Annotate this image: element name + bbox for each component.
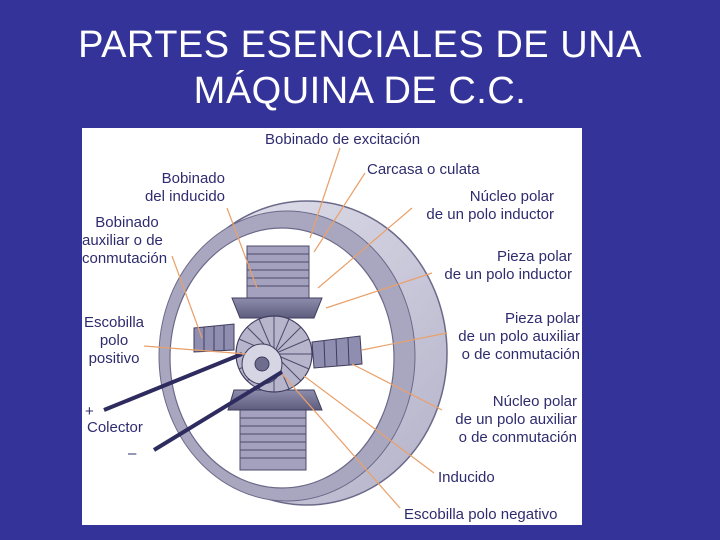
label-escobilla-positivo: Escobilla polo positivo [82, 314, 146, 368]
label-line: positivo [82, 350, 146, 368]
shaft [255, 357, 269, 371]
top-pole-shoe [232, 298, 322, 318]
label-text: Carcasa o culata [367, 161, 480, 179]
label-line: Núcleo polar [402, 188, 554, 206]
label-text: – [128, 445, 136, 463]
label-pieza-inductor: Pieza polar de un polo inductor [412, 248, 572, 284]
title-line-2: MÁQUINA DE C.C. [0, 68, 720, 114]
label-line: o de conmutación [422, 429, 577, 447]
label-minus: – [128, 445, 136, 463]
label-line: auxiliar o de [82, 232, 172, 250]
label-line: Pieza polar [422, 310, 580, 328]
label-line: Escobilla [82, 314, 146, 332]
label-line: Bobinado [137, 170, 225, 188]
label-line: polo [82, 332, 146, 350]
label-text: Inducido [438, 469, 495, 487]
title-line-1: PARTES ESENCIALES DE UNA [0, 22, 720, 68]
label-line: Bobinado [82, 214, 172, 232]
label-bobinado-auxiliar: Bobinado auxiliar o de conmutación [82, 214, 172, 268]
label-bobinado-excitacion: Bobinado de excitación [265, 131, 420, 149]
label-carcasa: Carcasa o culata [367, 161, 480, 179]
label-pieza-auxiliar: Pieza polar de un polo auxiliar o de con… [422, 310, 580, 364]
label-line: de un polo inductor [402, 206, 554, 224]
label-text: Escobilla polo negativo [404, 506, 557, 524]
label-line: de un polo inductor [412, 266, 572, 284]
bottom-field-coil [240, 410, 306, 470]
label-text: Colector [87, 419, 143, 437]
label-line: de un polo auxiliar [422, 328, 580, 346]
dc-machine-figure: Bobinado de excitación Carcasa o culata … [82, 128, 582, 525]
bottom-pole-shoe [228, 390, 322, 410]
label-inducido: Inducido [438, 469, 495, 487]
label-text: Bobinado de excitación [265, 131, 420, 149]
label-line: de un polo auxiliar [422, 411, 577, 429]
label-nucleo-inductor: Núcleo polar de un polo inductor [402, 188, 554, 224]
label-escobilla-negativo: Escobilla polo negativo [404, 506, 557, 524]
label-line: del inducido [137, 188, 225, 206]
label-line: conmutación [82, 250, 172, 268]
label-nucleo-auxiliar: Núcleo polar de un polo auxiliar o de co… [422, 393, 577, 447]
label-colector: Colector [87, 419, 143, 437]
label-line: o de conmutación [422, 346, 580, 364]
label-line: Pieza polar [412, 248, 572, 266]
slide-title: PARTES ESENCIALES DE UNA MÁQUINA DE C.C. [0, 22, 720, 114]
label-line: Núcleo polar [422, 393, 577, 411]
label-bobinado-inducido: Bobinado del inducido [137, 170, 225, 206]
